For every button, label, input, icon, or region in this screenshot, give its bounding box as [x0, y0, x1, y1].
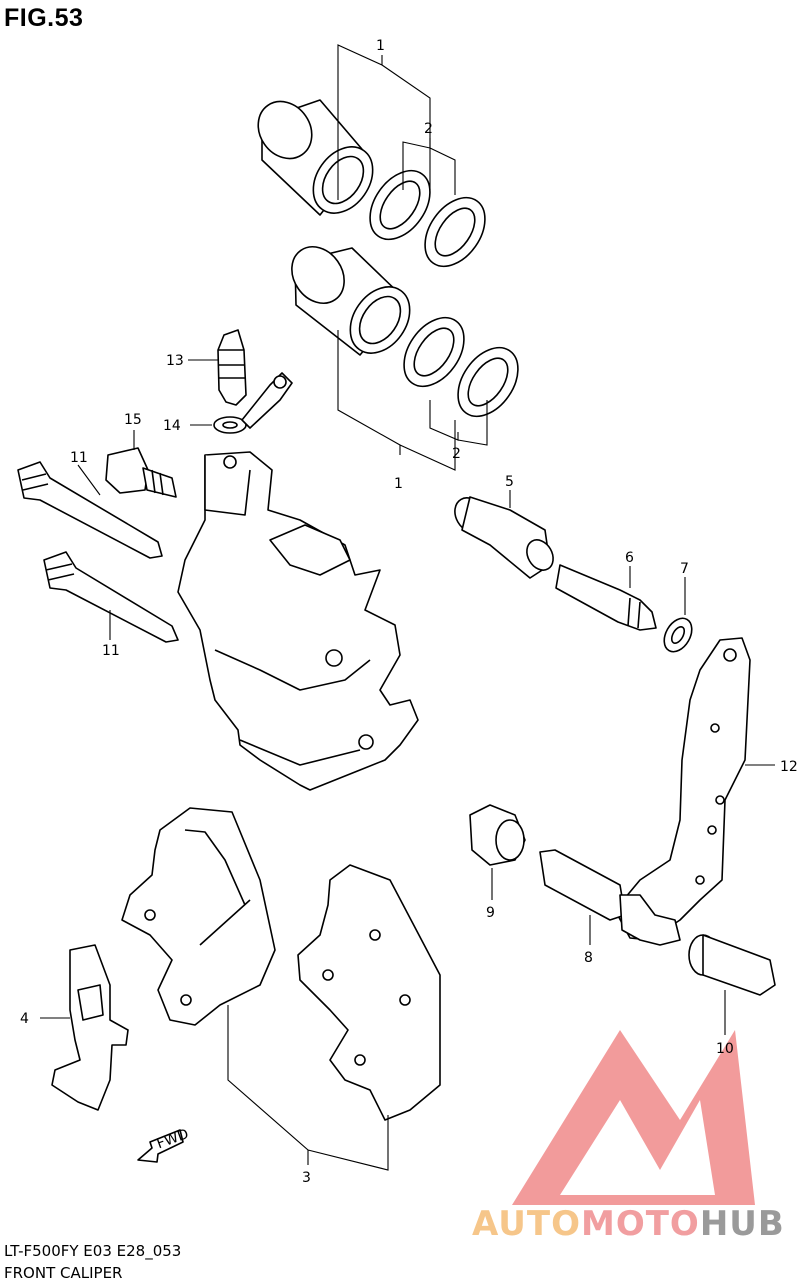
callout-label: 8 [584, 950, 593, 966]
seal-lower-1 [403, 316, 465, 388]
sleeve [454, 496, 554, 579]
bracket-bolt [555, 564, 657, 631]
callout-label: 7 [680, 561, 689, 577]
callout-label: 11 [102, 643, 120, 659]
bracket-pin [539, 849, 681, 946]
watermark-text: AUTOMOTOHUB [472, 1204, 785, 1244]
callout-label: 1 [394, 476, 403, 492]
callout-label: 1 [376, 38, 385, 54]
figure-caption: FRONT CALIPER [4, 1264, 123, 1282]
leader-lines [40, 44, 775, 1171]
callout-label: 2 [424, 121, 433, 137]
fwd-label: FWD [155, 1126, 191, 1152]
slide-pin-1 [17, 461, 163, 559]
forward-arrow-icon [137, 1129, 184, 1163]
dust-boot [688, 934, 776, 996]
watermark-logo [512, 1030, 755, 1205]
callout-label: 6 [625, 550, 634, 566]
callout-label: 5 [505, 474, 514, 490]
callout-label: 9 [486, 905, 495, 921]
callout-labels: 1 2 2 1 13 14 15 11 11 5 6 7 12 9 8 10 4… [20, 38, 798, 1186]
model-code: LT-F500FY E03 E28_053 [4, 1242, 182, 1260]
slide-pin-2 [43, 551, 179, 643]
callout-label: 13 [166, 353, 184, 369]
banjo-bolt [105, 447, 177, 498]
brake-pad-inner [121, 807, 276, 1026]
bleeder-cap [213, 372, 293, 434]
callout-label: 15 [124, 412, 142, 428]
piston-lower [291, 246, 411, 356]
piston-top [257, 99, 374, 216]
callout-label: 4 [20, 1011, 29, 1027]
callout-label: 14 [163, 418, 181, 434]
callout-label: 11 [70, 450, 88, 466]
callout-label: 2 [452, 446, 461, 462]
watermark-part-3: HUB [699, 1204, 785, 1244]
pad-spring [51, 944, 129, 1111]
washer [663, 617, 693, 653]
seal-top-2 [424, 196, 486, 268]
callout-label: 3 [302, 1170, 311, 1186]
rubber-boot [469, 804, 526, 866]
callout-label: 12 [780, 759, 798, 775]
figure-title: FIG.53 [4, 4, 84, 32]
watermark-part-2: MOTO [580, 1204, 700, 1244]
brake-pad-outer [297, 864, 441, 1121]
seal-top-1 [369, 169, 431, 241]
callout-label: 10 [716, 1041, 734, 1057]
caliper-body [177, 451, 419, 791]
seal-lower-2 [457, 346, 519, 418]
watermark-part-1: AUTO [472, 1204, 581, 1244]
bleeder-valve [217, 329, 247, 406]
